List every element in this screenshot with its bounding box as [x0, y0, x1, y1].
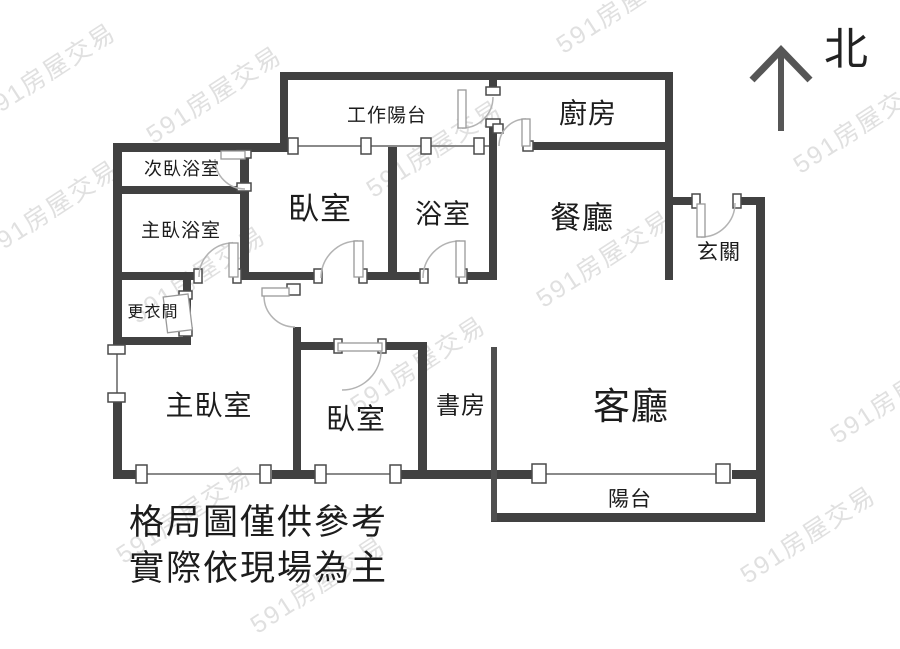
- door-leaf: [521, 118, 531, 147]
- door-leaf: [457, 89, 467, 129]
- north-label: 北: [824, 25, 868, 74]
- disclaimer-text: 格局圖僅供參考 實際依現場為主: [129, 500, 388, 592]
- room-label-living-room: 客廳: [593, 386, 669, 427]
- door-leaf: [162, 293, 194, 334]
- door-leaf: [353, 240, 364, 278]
- room-label-master-bedroom: 主臥室: [165, 390, 253, 421]
- door-arc: [422, 240, 461, 279]
- door-arc: [263, 295, 296, 328]
- room-label-balcony: 陽台: [608, 488, 652, 511]
- door-leaf: [337, 342, 383, 352]
- room-label-study: 書房: [436, 392, 486, 420]
- door-leaf: [261, 287, 290, 297]
- room-label-dressing-room: 更衣間: [127, 304, 179, 321]
- room-label-dining-room: 餐廳: [550, 200, 614, 236]
- door-arc: [214, 158, 246, 190]
- door-arc: [198, 242, 234, 278]
- room-label-bathroom: 浴室: [415, 199, 471, 230]
- room-label-secondary-bathroom: 次臥浴室: [144, 159, 220, 179]
- door-leaf: [228, 242, 239, 278]
- walls-layer: [113, 72, 765, 522]
- door-leaf: [696, 203, 706, 238]
- room-label-bedroom-top: 臥室: [288, 191, 352, 227]
- door-arc: [341, 350, 382, 391]
- room-label-entryway: 玄關: [697, 241, 741, 264]
- room-label-kitchen: 廚房: [558, 98, 618, 129]
- door-leaf: [220, 150, 246, 160]
- doors-layer: [162, 89, 736, 391]
- door-arc: [461, 96, 494, 129]
- disclaimer-line-2: 實際依現場為主: [129, 549, 389, 588]
- door-arc: [320, 240, 359, 279]
- door-arc: [700, 202, 736, 238]
- north-arrow-icon: [749, 44, 813, 131]
- room-label-work-balcony: 工作陽台: [346, 105, 428, 127]
- disclaimer-line-1: 格局圖僅供參考: [129, 503, 389, 542]
- door-leaf: [455, 240, 466, 278]
- room-label-bedroom-bottom: 臥室: [325, 404, 387, 436]
- windows-layer: [116, 145, 720, 475]
- room-label-master-bathroom: 主臥浴室: [140, 220, 222, 242]
